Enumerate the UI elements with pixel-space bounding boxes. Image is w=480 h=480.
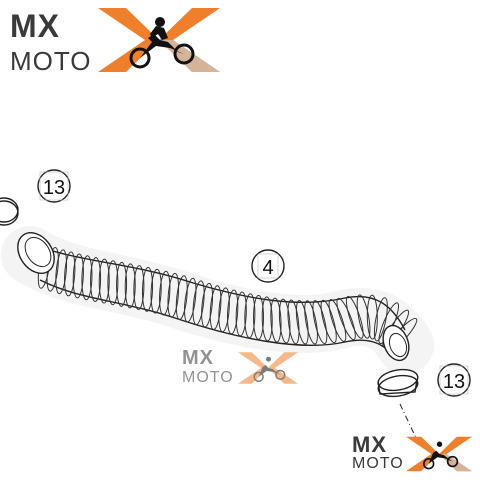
hose-clamp-icon	[0, 197, 19, 226]
hose-rib	[209, 285, 222, 331]
rider-x-logo-icon	[406, 436, 472, 472]
hose-rib	[116, 261, 128, 307]
hose-rib	[124, 263, 136, 309]
callout-clamp-right: 13	[437, 363, 471, 397]
watermark-moto-text: MOTO	[182, 369, 234, 386]
hose-rib	[133, 265, 145, 311]
hose-rib	[312, 300, 328, 345]
hose-rib	[64, 251, 76, 297]
hose-rib	[81, 255, 93, 301]
logo-mx-text: MX	[10, 8, 60, 44]
footer-moto-text: MOTO	[352, 455, 404, 472]
callout-clamp-right-label: 13	[443, 371, 465, 393]
hose-rib	[373, 297, 388, 342]
hose-rib	[320, 299, 337, 344]
corrugated-hose-icon	[1, 226, 434, 374]
hose-rib	[278, 298, 291, 344]
rider-x-logo-icon	[98, 8, 220, 72]
hose-rib	[218, 287, 230, 333]
callout-clamp-left-label: 13	[43, 177, 65, 199]
hose-rib	[201, 282, 214, 328]
hose-rib	[159, 270, 171, 316]
hose-rib	[366, 294, 378, 340]
hose-rib	[295, 299, 309, 345]
callout-clamp-left: 13	[37, 169, 71, 203]
hose-rib	[336, 297, 356, 341]
hose-clamp-icon	[377, 368, 419, 398]
hose-rib	[98, 258, 110, 304]
hose-rib	[226, 289, 239, 335]
logo-moto-text: MOTO	[10, 46, 92, 76]
callout-hose-label: 4	[262, 257, 273, 279]
hose-rib	[261, 296, 273, 342]
brand-logo: MX MOTO	[8, 8, 220, 76]
hose-rib	[183, 277, 197, 323]
hose-rib	[345, 295, 364, 339]
hose-rib	[253, 294, 265, 340]
hose-rib	[328, 298, 347, 342]
watermark-logo: MX MOTO	[182, 348, 302, 388]
hose-rib	[304, 300, 318, 345]
hose-rib	[356, 294, 371, 339]
hose-rib	[141, 266, 154, 312]
hose-rib	[150, 268, 162, 314]
hose-rib	[244, 293, 256, 339]
watermark-mx-text: MX	[182, 347, 214, 369]
hose-rib	[270, 297, 282, 343]
hose-rib	[235, 291, 247, 337]
footer-logo: MX MOTO	[350, 434, 475, 474]
hose-rib	[72, 253, 84, 299]
footer-mx-text: MX	[352, 432, 387, 457]
hose-rib	[175, 275, 188, 320]
hose-rib	[107, 260, 119, 306]
hose-rib	[192, 280, 205, 326]
hose-rib	[287, 299, 300, 345]
callout-hose: 4	[251, 249, 285, 283]
hose-rib	[90, 257, 102, 303]
rider-x-logo-icon	[238, 352, 298, 384]
hose-rib	[167, 272, 180, 318]
hose-rib	[55, 249, 68, 295]
